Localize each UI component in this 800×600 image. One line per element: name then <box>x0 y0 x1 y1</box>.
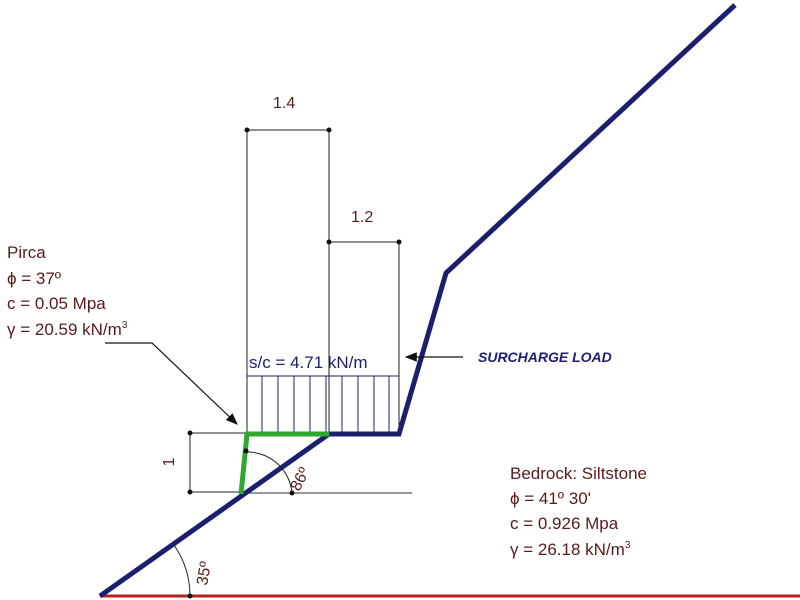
surcharge-value: s/c = 4.71 kN/m <box>249 353 368 372</box>
wall-angle-arc <box>244 451 293 494</box>
slope-angle-label: 35º <box>194 560 215 586</box>
pirca-gamma-exp: 3 <box>122 320 128 331</box>
dimension-step-width <box>329 241 400 432</box>
dim-tick <box>289 490 295 496</box>
pirca-gamma-text: γ = 20.59 kN/m <box>7 320 122 339</box>
dim-tick <box>396 239 402 245</box>
retaining-wall <box>238 431 329 495</box>
wall-height-label: 1 <box>161 457 178 466</box>
bedrock-properties: Bedrock: Siltstone ϕ = 41º 30' c = 0.926… <box>510 464 647 559</box>
surcharge-hatch <box>247 375 399 434</box>
top-width-label: 1.4 <box>273 95 295 112</box>
bedrock-gamma-exp: 3 <box>625 540 631 551</box>
pirca-properties: Pirca ϕ = 37º c = 0.05 Mpa γ = 20.59 kN/… <box>7 243 128 339</box>
bedrock-gamma: γ = 26.18 kN/m3 <box>510 540 631 559</box>
bedrock-phi: ϕ = 41º 30' <box>510 489 591 508</box>
pirca-leader <box>105 342 238 425</box>
dim-tick <box>243 448 249 454</box>
surcharge-load-label: SURCHARGE LOAD <box>478 349 612 365</box>
bedrock-c: c = 0.926 Mpa <box>510 514 619 533</box>
dimension-wall-height <box>189 432 245 493</box>
pirca-phi: ϕ = 37º <box>7 269 61 288</box>
step-width-label: 1.2 <box>351 209 373 226</box>
pirca-name: Pirca <box>7 243 46 262</box>
pirca-gamma: γ = 20.59 kN/m3 <box>7 320 128 339</box>
dimension-top-width <box>246 129 330 432</box>
pirca-c: c = 0.05 Mpa <box>7 294 106 313</box>
slope-profile <box>98 3 737 599</box>
dim-tick <box>187 593 193 599</box>
dim-tick <box>187 489 193 495</box>
slope-angle-arc <box>173 544 191 597</box>
dim-tick <box>326 239 332 245</box>
bedrock-gamma-text: γ = 26.18 kN/m <box>510 540 625 559</box>
bedrock-name: Bedrock: Siltstone <box>510 464 647 483</box>
dim-tick <box>326 127 332 133</box>
dim-tick <box>187 430 193 436</box>
dim-tick <box>244 127 250 133</box>
